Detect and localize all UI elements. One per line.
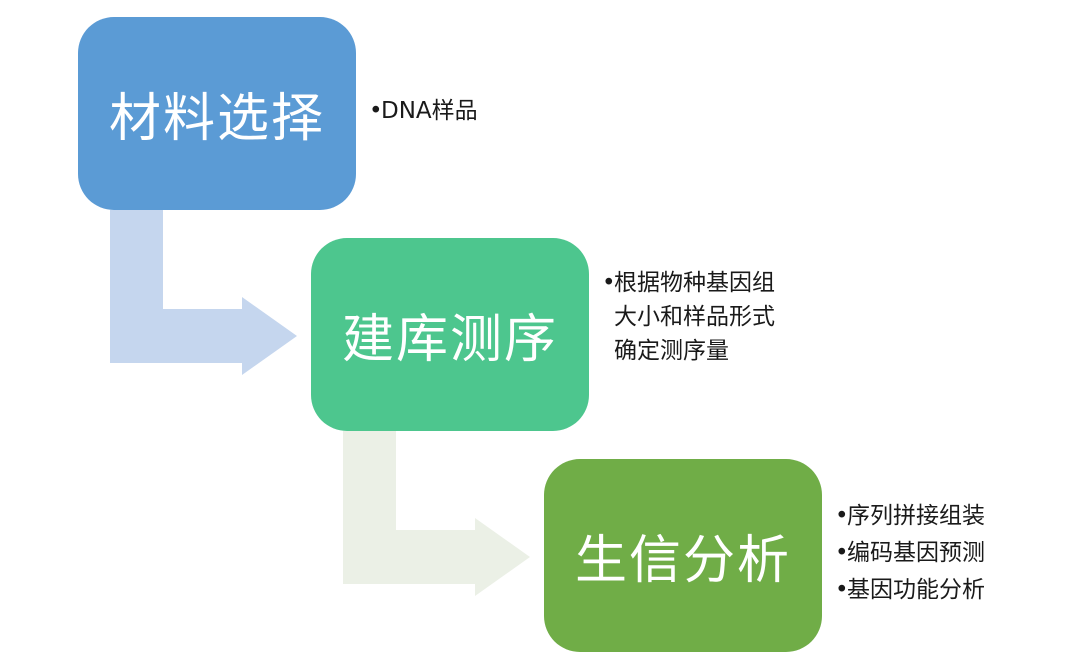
- step-notes-library-sequencing: 根据物种基因组大小和样品形式确定测序量: [602, 266, 780, 368]
- note-item: 基因功能分析: [835, 572, 1035, 609]
- step-notes-material-selection: DNA样品: [369, 94, 569, 129]
- note-item: 序列拼接组装: [835, 498, 1035, 535]
- step-box-bioinformatics: 生信分析: [544, 459, 822, 652]
- step-box-library-sequencing: 建库测序: [311, 238, 589, 431]
- step-title: 材料选择: [108, 89, 325, 149]
- step-title: 生信分析: [574, 531, 791, 591]
- connector-arrow-2: [343, 431, 530, 596]
- step-box-material-selection: 材料选择: [78, 17, 356, 210]
- note-item: 根据物种基因组大小和样品形式确定测序量: [602, 266, 780, 368]
- note-item: 编码基因预测: [835, 535, 1035, 572]
- step-title: 建库测序: [341, 310, 558, 370]
- note-item: DNA样品: [369, 94, 569, 129]
- step-notes-bioinformatics: 序列拼接组装 编码基因预测 基因功能分析: [835, 498, 1035, 609]
- connector-arrow-1: [110, 210, 297, 375]
